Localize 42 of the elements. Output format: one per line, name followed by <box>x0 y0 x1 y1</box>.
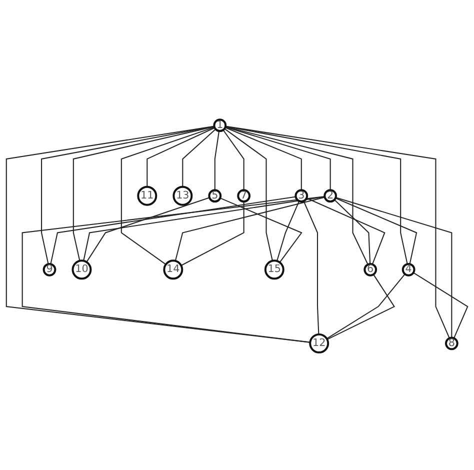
node-circle: 14 <box>163 260 184 280</box>
node-circle: 10 <box>72 260 92 280</box>
node-circle: 12 <box>309 333 330 354</box>
connector <box>303 200 320 334</box>
node-circle: 5 <box>208 189 222 203</box>
connector <box>214 130 220 190</box>
connector <box>225 126 368 265</box>
node-circle: 15 <box>264 260 284 280</box>
connector <box>86 197 210 262</box>
connector <box>41 126 214 264</box>
node-circle: 1 <box>213 118 227 132</box>
connector <box>306 198 386 265</box>
connector <box>335 198 418 264</box>
connector <box>50 196 296 264</box>
node-circle: 11 <box>137 186 158 206</box>
connector <box>83 196 325 261</box>
connector <box>222 130 244 190</box>
node-circle: 6 <box>364 262 378 276</box>
connector <box>413 272 468 338</box>
node-circle: 13 <box>172 186 193 206</box>
node-circle: 3 <box>294 189 308 203</box>
connector <box>224 128 273 261</box>
node-circle: 8 <box>444 336 458 350</box>
connector <box>146 127 215 187</box>
node-circle: 2 <box>324 189 337 203</box>
connector <box>174 196 325 262</box>
connector <box>334 199 371 264</box>
connector <box>276 200 300 262</box>
node-circle: 7 <box>237 189 250 203</box>
connector <box>22 196 325 343</box>
connector <box>120 126 215 265</box>
connector <box>182 128 216 187</box>
node-circle: 9 <box>42 262 56 276</box>
connector <box>72 126 214 261</box>
connector <box>225 126 331 190</box>
connector <box>220 198 302 263</box>
node-circle: 4 <box>402 262 416 276</box>
connector <box>336 197 452 338</box>
connector <box>180 202 244 266</box>
connector <box>224 127 302 190</box>
connector <box>225 126 450 338</box>
connector <box>225 126 408 264</box>
